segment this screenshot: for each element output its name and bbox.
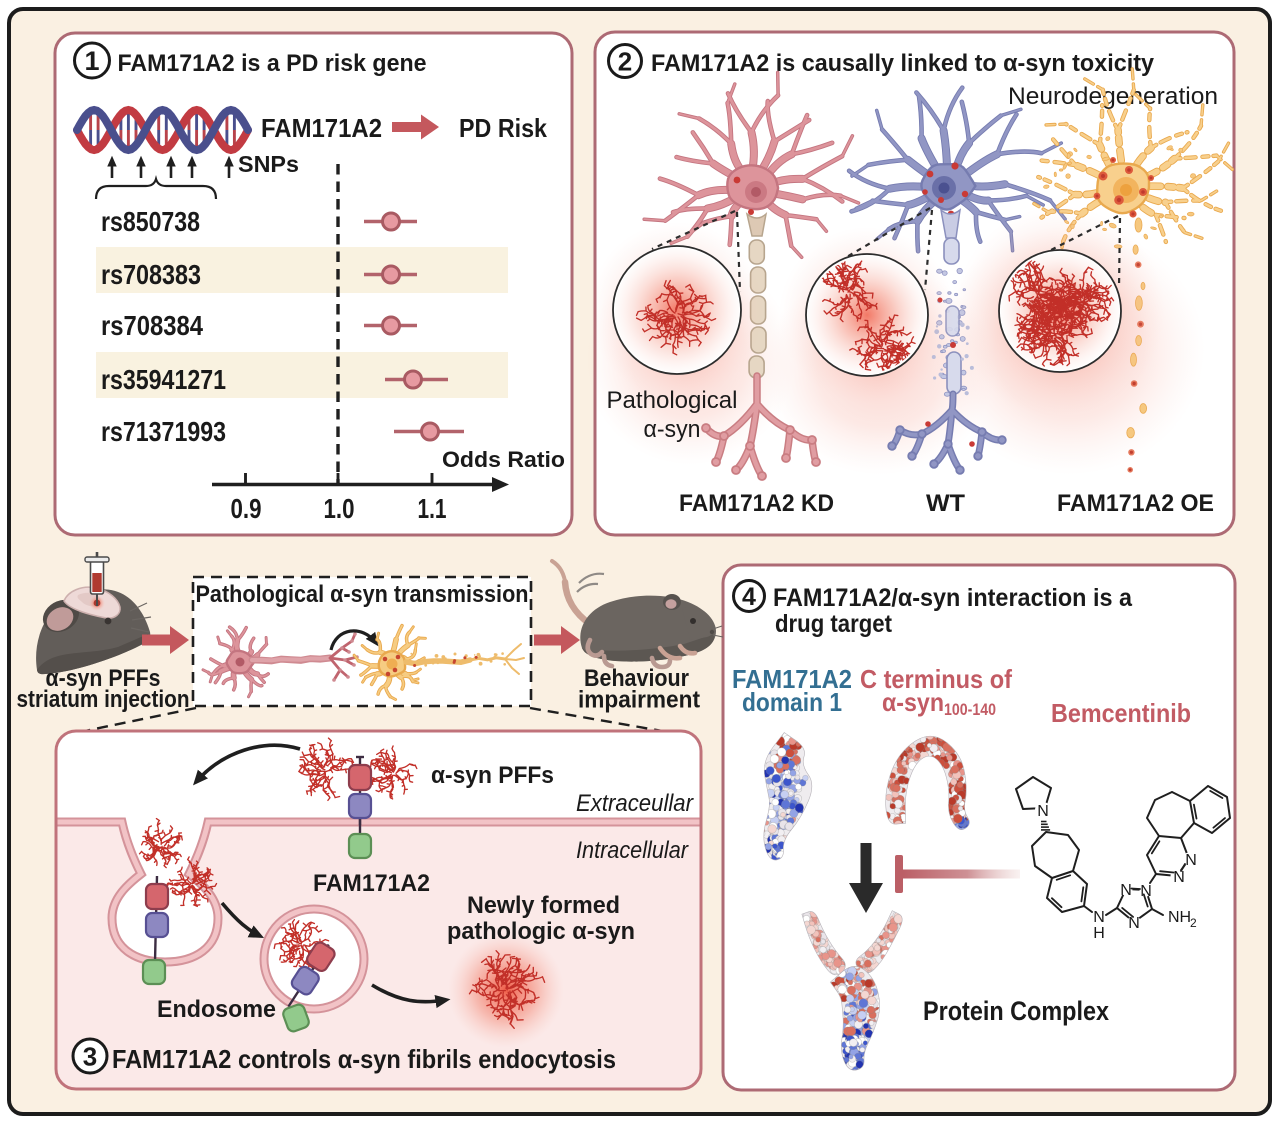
svg-text:α-syn PFFs: α-syn PFFs <box>46 665 161 692</box>
svg-text:FAM171A2 is a PD risk gene: FAM171A2 is a PD risk gene <box>118 50 427 77</box>
svg-text:Extraceullar: Extraceullar <box>576 790 694 817</box>
svg-text:Endosome: Endosome <box>157 996 276 1023</box>
svg-text:Odds Ratio: Odds Ratio <box>442 447 565 472</box>
svg-text:N: N <box>1173 869 1185 886</box>
svg-text:Behaviour: Behaviour <box>584 665 689 692</box>
svg-text:rs708383: rs708383 <box>101 259 201 290</box>
svg-text:pathologic α-syn: pathologic α-syn <box>447 918 635 945</box>
svg-text:Newly formed: Newly formed <box>467 892 620 919</box>
svg-text:Intracellular: Intracellular <box>576 837 689 864</box>
svg-text:2: 2 <box>1190 916 1197 930</box>
svg-text:FAM171A2 controls α-syn fibril: FAM171A2 controls α-syn fibrils endocyto… <box>112 1044 616 1074</box>
svg-text:4: 4 <box>742 583 756 611</box>
svg-text:H: H <box>1093 925 1105 942</box>
svg-text:1.1: 1.1 <box>418 493 447 524</box>
svg-text:100-140: 100-140 <box>944 700 996 719</box>
svg-text:FAM171A2: FAM171A2 <box>313 870 430 897</box>
svg-text:Protein Complex: Protein Complex <box>923 996 1109 1026</box>
svg-text:Pathological α-syn transmissio: Pathological α-syn transmission <box>196 581 529 608</box>
svg-text:N: N <box>1185 852 1197 869</box>
svg-text:N: N <box>1140 883 1152 900</box>
svg-text:rs35941271: rs35941271 <box>101 364 226 395</box>
svg-text:FAM171A2 OE: FAM171A2 OE <box>1057 490 1214 517</box>
svg-text:1: 1 <box>84 46 99 76</box>
svg-text:rs850738: rs850738 <box>101 206 200 237</box>
svg-text:α-syn PFFs: α-syn PFFs <box>431 762 554 789</box>
svg-text:Bemcentinib: Bemcentinib <box>1051 698 1191 728</box>
svg-text:striatum injection: striatum injection <box>17 686 190 713</box>
svg-text:domain 1: domain 1 <box>742 687 842 717</box>
svg-text:FAM171A2: FAM171A2 <box>261 113 382 143</box>
svg-text:α-syn: α-syn <box>882 687 944 717</box>
svg-text:WT: WT <box>926 490 965 517</box>
svg-text:N: N <box>1128 915 1140 932</box>
svg-text:3: 3 <box>83 1041 97 1071</box>
svg-text:1.0: 1.0 <box>324 493 355 524</box>
svg-text:C terminus of: C terminus of <box>860 664 1012 694</box>
svg-text:Neurodegeneration: Neurodegeneration <box>1008 83 1218 110</box>
svg-text:FAM171A2 is causally linked to: FAM171A2 is causally linked to α-syn tox… <box>651 50 1155 77</box>
svg-text:2: 2 <box>618 46 632 76</box>
svg-text:rs708384: rs708384 <box>101 310 204 341</box>
svg-text:PD Risk: PD Risk <box>459 113 547 143</box>
svg-text:Pathological: Pathological <box>607 387 738 414</box>
svg-text:impairment: impairment <box>578 687 700 714</box>
svg-text:FAM171A2 KD: FAM171A2 KD <box>679 490 834 517</box>
svg-text:FAM171A2/α-syn interaction is: FAM171A2/α-syn interaction is a <box>773 584 1133 612</box>
svg-text:rs71371993: rs71371993 <box>101 416 226 447</box>
svg-text:FAM171A2: FAM171A2 <box>732 664 852 694</box>
svg-text:N: N <box>1120 882 1132 899</box>
svg-text:drug target: drug target <box>775 610 893 638</box>
svg-text:SNPs: SNPs <box>238 151 299 177</box>
svg-text:N: N <box>1037 803 1049 820</box>
svg-text:NH: NH <box>1168 909 1191 926</box>
svg-text:N: N <box>1093 909 1105 926</box>
svg-text:0.9: 0.9 <box>231 493 262 524</box>
svg-text:α-syn: α-syn <box>644 416 701 443</box>
